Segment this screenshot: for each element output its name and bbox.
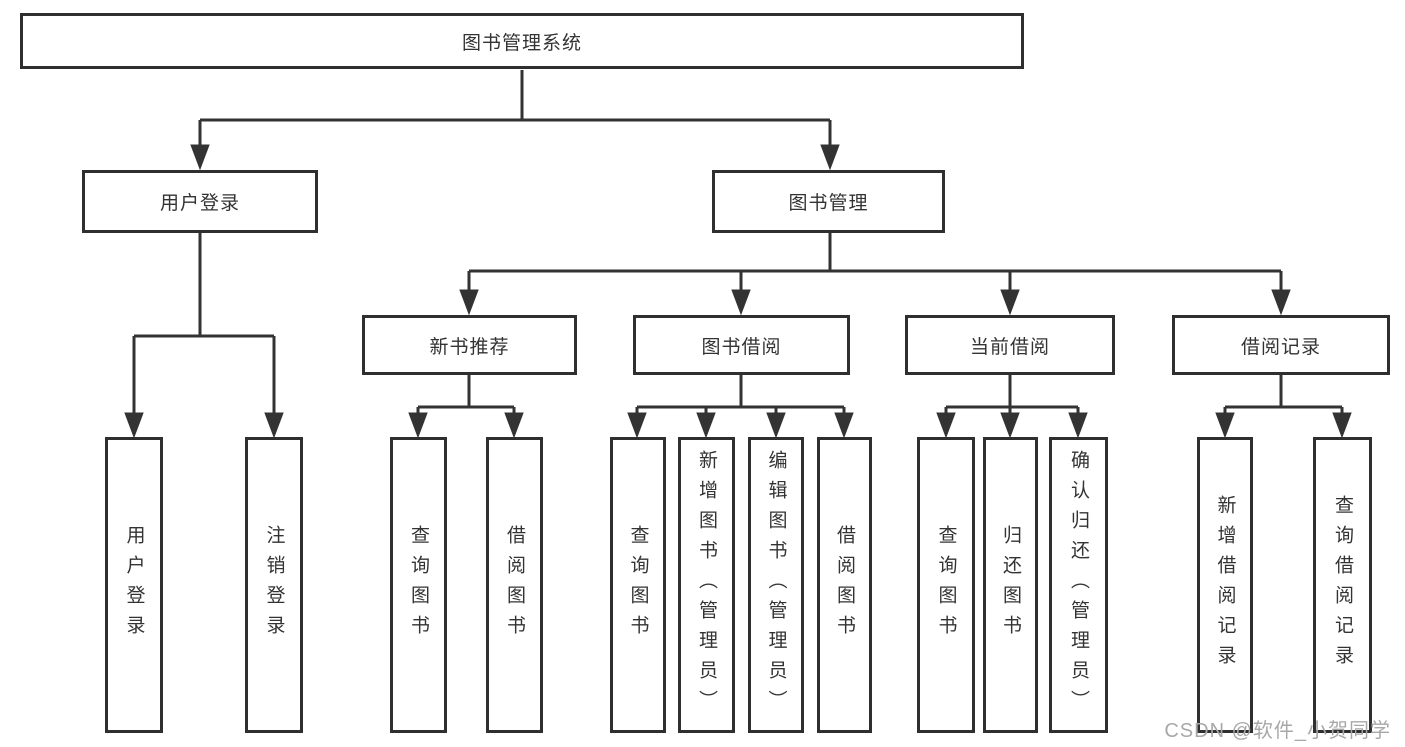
node-borrow-records-label: 借阅记录	[1240, 336, 1321, 358]
connector-current-borrow-to-leaves	[936, 375, 1088, 439]
node-book-borrow: 图书借阅	[633, 315, 850, 375]
arrowhead-icon	[408, 412, 428, 439]
arrowhead-icon	[766, 412, 786, 439]
connector-borrow-records-to-leaves	[1215, 375, 1352, 439]
arrowhead-icon	[1068, 412, 1088, 439]
arrowhead-icon	[190, 144, 210, 171]
arrowhead-icon	[1271, 289, 1291, 316]
leaf-user-login: 用户登录	[105, 437, 163, 733]
node-root-label: 图书管理系统	[461, 32, 582, 54]
leaf-add-book-admin-label: 新增图书（管理员）	[696, 450, 717, 720]
leaf-confirm-return-admin-label: 确认归还（管理员）	[1068, 450, 1089, 720]
arrowhead-icon	[1215, 412, 1235, 439]
node-new-book-recommend-label: 新书推荐	[429, 336, 510, 358]
node-new-book-recommend: 新书推荐	[362, 315, 577, 375]
leaf-logout-label: 注销登录	[263, 525, 285, 645]
leaf-query-borrow-record: 查询借阅记录	[1313, 437, 1372, 733]
csdn-watermark: CSDN @软件_小贺同学	[1164, 720, 1391, 742]
node-current-borrow-label: 当前借阅	[969, 336, 1050, 358]
leaf-edit-book-admin-label: 编辑图书（管理员）	[765, 450, 787, 720]
arrowhead-icon	[834, 412, 854, 439]
leaf-return-book: 归还图书	[983, 437, 1038, 733]
leaf-add-borrow-record: 新增借阅记录	[1197, 437, 1253, 733]
arrowhead-icon	[1332, 412, 1352, 439]
node-user-login-label: 用户登录	[159, 193, 240, 214]
leaf-query-book-borrow: 查询图书	[610, 437, 666, 733]
arrowhead-icon	[124, 412, 144, 439]
leaf-borrow-book: 借阅图书	[817, 437, 872, 733]
arrowhead-icon	[459, 289, 479, 316]
connector-root-to-level2	[190, 70, 840, 171]
node-current-borrow: 当前借阅	[905, 315, 1115, 375]
leaf-query-borrow-record-label: 查询借阅记录	[1332, 495, 1353, 675]
leaf-query-book-current-label: 查询图书	[935, 525, 957, 645]
node-root: 图书管理系统	[20, 13, 1024, 69]
leaf-add-book-admin: 新增图书（管理员）	[678, 437, 735, 733]
leaf-borrow-book-recommend: 借阅图书	[486, 437, 543, 733]
arrowhead-icon	[1000, 412, 1020, 439]
node-user-login: 用户登录	[82, 170, 318, 233]
leaf-confirm-return-admin: 确认归还（管理员）	[1049, 437, 1108, 733]
leaf-logout: 注销登录	[245, 437, 303, 733]
leaf-query-book-current: 查询图书	[917, 437, 975, 733]
arrowhead-icon	[936, 412, 956, 439]
node-book-management: 图书管理	[712, 170, 945, 233]
leaf-borrow-book-label: 借阅图书	[834, 525, 855, 645]
node-book-borrow-label: 图书借阅	[701, 336, 782, 358]
arrowhead-icon	[264, 412, 284, 439]
arrowhead-icon	[1000, 289, 1020, 316]
leaf-borrow-book-recommend-label: 借阅图书	[504, 525, 525, 645]
arrowhead-icon	[820, 144, 840, 171]
node-book-management-label: 图书管理	[788, 193, 869, 214]
connector-new-book-recommend-to-leaves	[408, 375, 524, 439]
connector-user-login-to-leaves	[124, 233, 284, 439]
leaf-query-book-recommend: 查询图书	[390, 437, 447, 733]
connector-book-borrow-to-leaves	[627, 375, 854, 439]
arrowhead-icon	[731, 289, 751, 316]
leaf-edit-book-admin: 编辑图书（管理员）	[748, 437, 804, 733]
arrowhead-icon	[696, 412, 716, 439]
node-borrow-records: 借阅记录	[1172, 315, 1390, 375]
leaf-user-login-label: 用户登录	[123, 525, 145, 645]
leaf-add-borrow-record-label: 新增借阅记录	[1214, 495, 1236, 675]
leaf-query-book-borrow-label: 查询图书	[627, 525, 649, 645]
arrowhead-icon	[504, 412, 524, 439]
arrowhead-icon	[627, 412, 647, 439]
connector-book-management-to-level3	[459, 233, 1291, 316]
leaf-return-book-label: 归还图书	[1000, 525, 1021, 645]
leaf-query-book-recommend-label: 查询图书	[408, 525, 429, 645]
